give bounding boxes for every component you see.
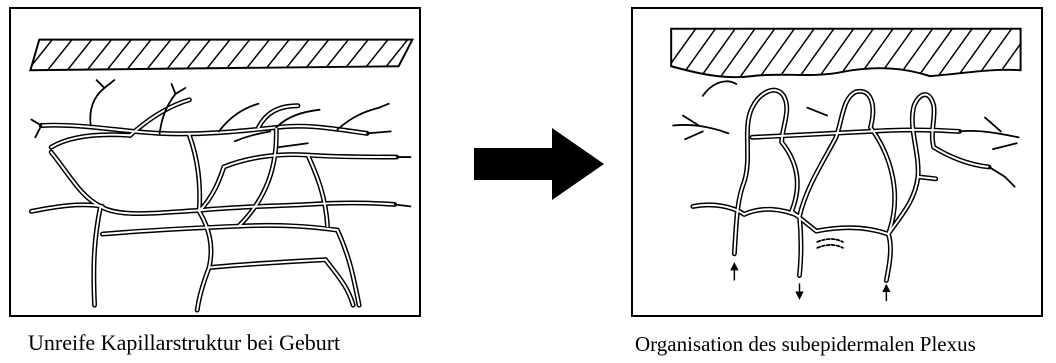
capillary-network [673, 81, 1018, 280]
capillary-network [31, 80, 410, 310]
caption-immature-structure: Unreife Kapillarstruktur bei Geburt [28, 330, 340, 356]
epidermis-band [653, 19, 1041, 88]
epidermis-band [22, 29, 419, 78]
organized-plexus-drawing [633, 9, 1041, 315]
small-arrow-icon [883, 285, 889, 301]
caption-organized-plexus: Organisation des subepidermalen Plexus [635, 332, 976, 357]
immature-capillary-panel [9, 7, 421, 317]
small-arrow-icon [797, 283, 803, 298]
organized-plexus-panel [631, 7, 1043, 317]
right-arrow-icon [474, 128, 604, 200]
small-arrow-icon [731, 264, 737, 281]
immature-capillary-drawing [11, 9, 419, 315]
